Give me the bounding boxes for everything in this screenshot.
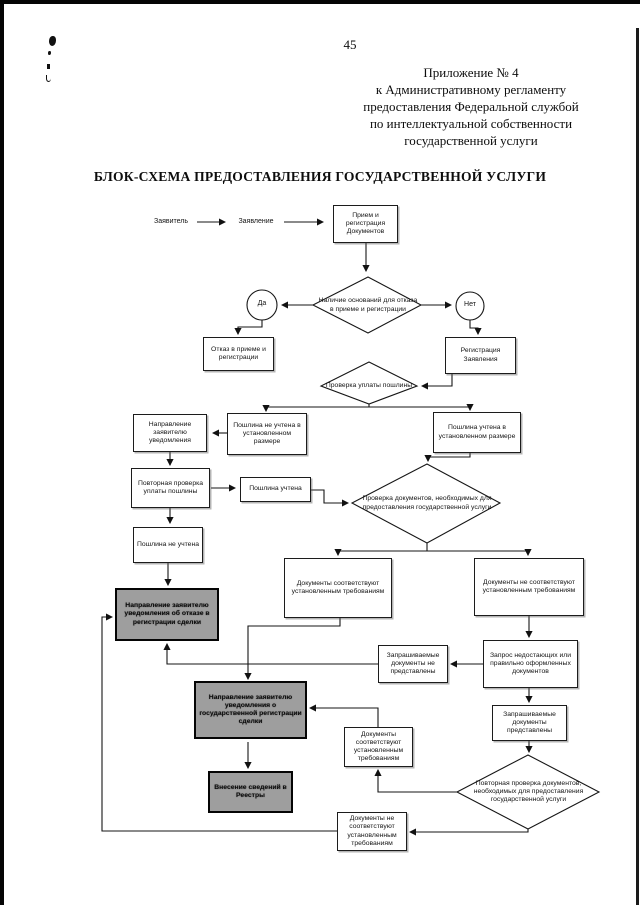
connector xyxy=(369,403,474,412)
node-fee-not-paid: Пошлина не учтена xyxy=(133,527,203,563)
ink-artifact xyxy=(48,51,51,55)
node-fee-not-paid-full: Пошлина не учтена в установленном размер… xyxy=(227,413,307,455)
no-circle xyxy=(455,291,485,321)
decision-refusal-grounds-label: Наличие оснований для отказа в приеме и … xyxy=(318,297,418,313)
ink-artifact xyxy=(49,36,56,46)
node-refusal: Отказ в приеме и регистрации xyxy=(203,337,274,371)
yes-circle xyxy=(246,289,278,321)
connector xyxy=(308,704,379,727)
connector xyxy=(101,613,337,832)
application-label: Заявление xyxy=(238,218,274,225)
connector xyxy=(427,548,532,557)
node-registration: Регистрация Заявления xyxy=(445,337,516,374)
connector xyxy=(374,768,457,793)
decision-refusal-grounds xyxy=(311,276,423,334)
scan-border-right xyxy=(636,28,639,905)
node-docs-comply-2: Документы соответствуют установленным тр… xyxy=(344,727,413,767)
connector xyxy=(244,618,341,681)
appendix-line: предоставления Федеральной службой xyxy=(363,99,579,114)
connector xyxy=(408,828,529,836)
page-number: 45 xyxy=(343,37,357,52)
node-reception: Прием и регистрация Документов xyxy=(333,205,398,243)
applicant-label: Заявитель xyxy=(153,218,189,225)
decision-fee-check-label: Проверка уплаты пошлины xyxy=(325,381,413,389)
node-registry-entry: Внесение сведений в Реестры xyxy=(208,771,293,813)
node-refusal-notice: Направление заявителю уведомления об отк… xyxy=(115,588,219,641)
no-label: Нет xyxy=(464,301,476,308)
scan-border-top xyxy=(0,0,640,4)
appendix-line: к Административному регламенту xyxy=(375,82,567,97)
node-docs-not-comply-2: Документы не соответствуют установленным… xyxy=(337,812,407,851)
appendix-line: по интеллектуальной собственности xyxy=(369,116,573,131)
connector xyxy=(469,320,482,336)
node-fee-paid-full: Пошлина учтена в установленном размере xyxy=(433,412,521,453)
connector xyxy=(334,548,427,557)
page-title: БЛОК-СХЕМА ПРЕДОСТАВЛЕНИЯ ГОСУДАРСТВЕННО… xyxy=(93,169,547,184)
node-docs-request: Запрос недостающих или правильно оформле… xyxy=(483,640,578,688)
appendix-line: государственной услуги xyxy=(404,133,538,148)
connector xyxy=(311,489,350,507)
node-notify-applicant: Направление заявителю уведомления xyxy=(133,414,207,452)
yes-label: Да xyxy=(257,300,267,307)
scan-border-left xyxy=(0,0,4,905)
node-requested-docs-provided: Запрашиваемые документы представлены xyxy=(492,705,567,741)
ink-artifact xyxy=(46,75,51,82)
decision-docs-check-label: Проверка документов, необходимых для пре… xyxy=(362,495,492,511)
appendix-reference: Приложение № 4 к Административному регла… xyxy=(310,64,632,149)
node-fee-paid: Пошлина учтена xyxy=(240,477,311,502)
connector xyxy=(163,642,378,665)
connector xyxy=(420,374,453,390)
decision-docs-recheck xyxy=(455,754,601,830)
node-docs-comply: Документы соответствуют установленным тр… xyxy=(284,558,392,618)
decision-docs-check xyxy=(350,463,502,544)
decision-fee-check xyxy=(319,361,419,405)
connector xyxy=(234,320,263,336)
node-registration-notice: Направление заявителю уведомления о госу… xyxy=(194,681,307,739)
ink-artifact xyxy=(47,64,50,69)
connector xyxy=(262,404,370,413)
node-requested-docs-not-provided: Запрашиваемые документы не представлены xyxy=(378,645,448,683)
node-docs-not-comply: Документы не соответствуют установленным… xyxy=(474,558,584,616)
node-fee-recheck: Повторная проверка уплаты пошлины xyxy=(131,468,210,508)
decision-docs-recheck-label: Повторная проверка документов, необходим… xyxy=(473,779,584,804)
appendix-line: Приложение № 4 xyxy=(423,65,519,80)
connector xyxy=(424,453,471,463)
